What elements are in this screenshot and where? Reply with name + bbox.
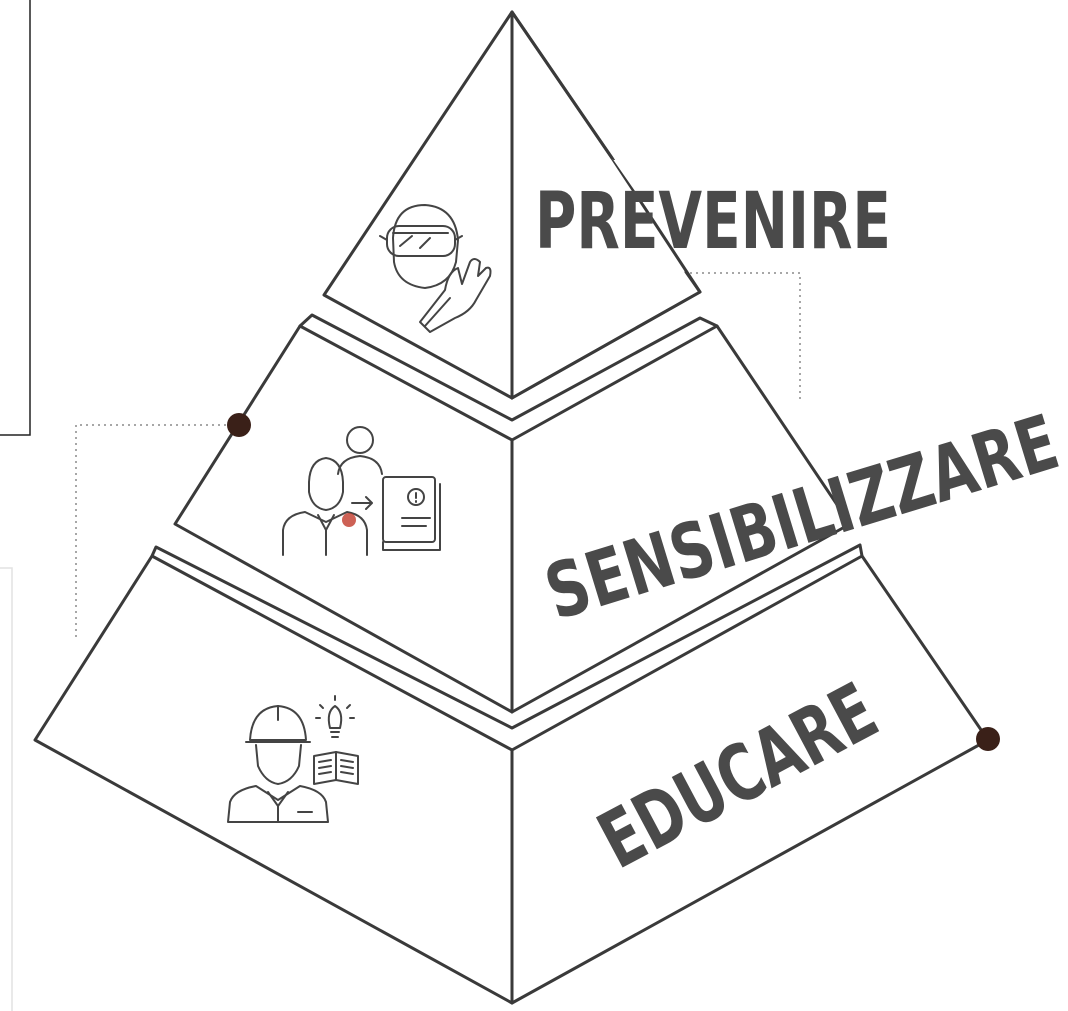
tier-sensibilizzare-right-face [510, 324, 852, 714]
dotted-connector-top-right [690, 272, 801, 400]
people-manual-alert-icon [282, 426, 441, 556]
tier-educare-top-rim [150, 543, 864, 730]
tier-sensibilizzare-top-rim [298, 313, 719, 422]
left-card-frame [0, 567, 13, 1011]
connector-dot-right [976, 727, 1000, 751]
safety-goggles-glove-icon [379, 204, 492, 333]
label-prevenire: PREVENIRE [535, 177, 891, 267]
tier-prevenire-right-edge [510, 10, 614, 160]
tier-prevenire-lower-edge [510, 270, 702, 400]
connector-dot-left [227, 413, 251, 437]
worker-idea-book-icon [227, 695, 359, 823]
left-panel-frame [0, 0, 31, 436]
dotted-connector-left [75, 424, 238, 640]
tier-educare [33, 543, 990, 1005]
accent-dot [342, 513, 356, 527]
